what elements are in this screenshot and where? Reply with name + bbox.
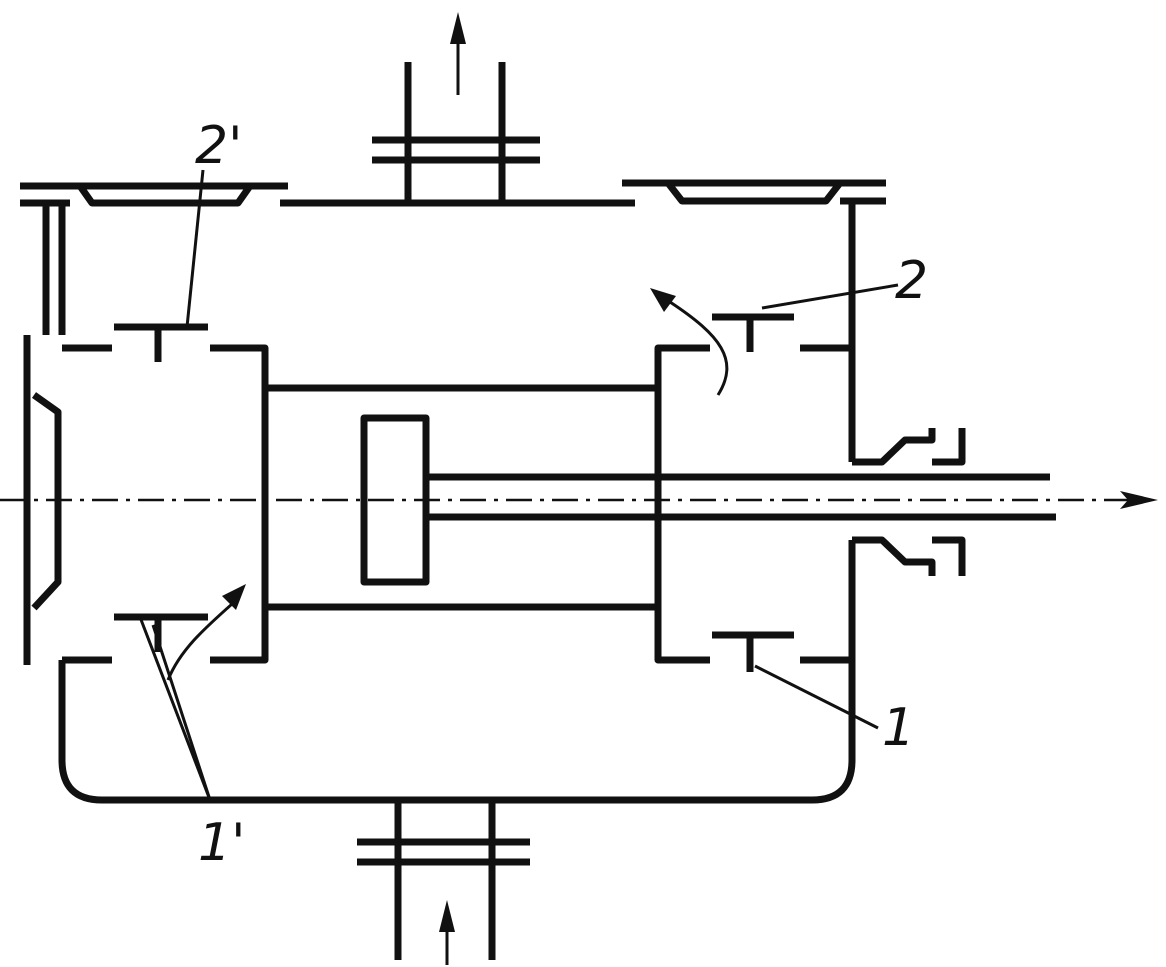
stuffing-box-upper [852, 428, 966, 466]
right-chamber [654, 344, 852, 664]
flow-arrow-left-icon [166, 584, 246, 681]
suction-arrow-icon [439, 900, 455, 965]
piston-rod [426, 473, 1056, 521]
stuffing-box-lower [852, 536, 966, 576]
label-valve-2-prime: 2' [195, 116, 242, 176]
valve-2-icon [712, 313, 794, 352]
label-valve-1-prime: 1' [198, 813, 245, 873]
valve-1-prime-icon [114, 613, 208, 652]
valve-1-icon [712, 631, 794, 672]
housing-walls [42, 203, 856, 804]
suction-nozzle [357, 800, 530, 960]
discharge-nozzle [372, 62, 540, 203]
housing-top-plate [20, 179, 886, 207]
discharge-arrow-icon [450, 12, 466, 95]
leader-lines [138, 169, 899, 801]
left-end-cap [23, 335, 62, 665]
label-valve-2: 2 [895, 251, 928, 311]
left-chamber [62, 344, 269, 664]
cylinder [265, 384, 658, 611]
flow-arrow-right-icon [650, 288, 729, 396]
axis-arrow-icon [1120, 491, 1158, 509]
label-valve-1: 1 [882, 698, 915, 758]
valve-2-prime-icon [114, 323, 208, 362]
